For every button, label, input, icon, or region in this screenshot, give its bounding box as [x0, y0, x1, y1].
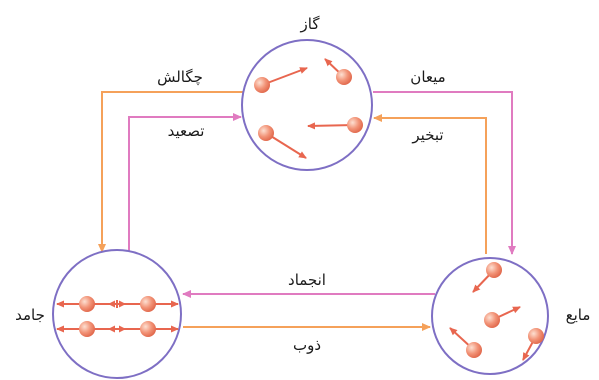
- gas-label: گاز: [300, 15, 321, 33]
- solid-label: جامد: [15, 306, 45, 324]
- solid-particle: [140, 296, 156, 312]
- condensation-label: چگالش: [157, 68, 203, 86]
- solid-row-top: [56, 296, 179, 312]
- evaporation-arrow: [373, 114, 487, 254]
- melting-label: ذوب: [293, 336, 321, 354]
- gas-state: [241, 39, 373, 171]
- solid-row-bottom: [56, 321, 179, 337]
- evaporation-label: تبخیر: [411, 126, 443, 144]
- sublimation-label: تصعید: [168, 122, 205, 140]
- liquid-particle: [466, 342, 482, 358]
- freezing-label: انجماد: [288, 271, 326, 289]
- liquefaction-label: میعان: [410, 68, 445, 86]
- liquid-state: [431, 257, 549, 375]
- gas-particle: [347, 117, 363, 133]
- gas-particle: [258, 125, 274, 141]
- liquid-particle: [484, 312, 500, 328]
- gas-circle: [241, 39, 373, 171]
- condensation-arrow: [98, 91, 245, 253]
- solid-particle: [140, 321, 156, 337]
- solid-circle: [52, 249, 182, 379]
- liquid-particle: [528, 328, 544, 344]
- gas-particle: [254, 77, 270, 93]
- liquefaction-arrow: [373, 91, 516, 255]
- liquid-particle: [486, 262, 502, 278]
- solid-particle: [79, 321, 95, 337]
- liquid-label: مایع: [566, 306, 591, 324]
- gas-particle: [336, 69, 352, 85]
- sublimation-arrow: [128, 113, 242, 254]
- solid-state: [52, 249, 182, 379]
- solid-particle: [79, 296, 95, 312]
